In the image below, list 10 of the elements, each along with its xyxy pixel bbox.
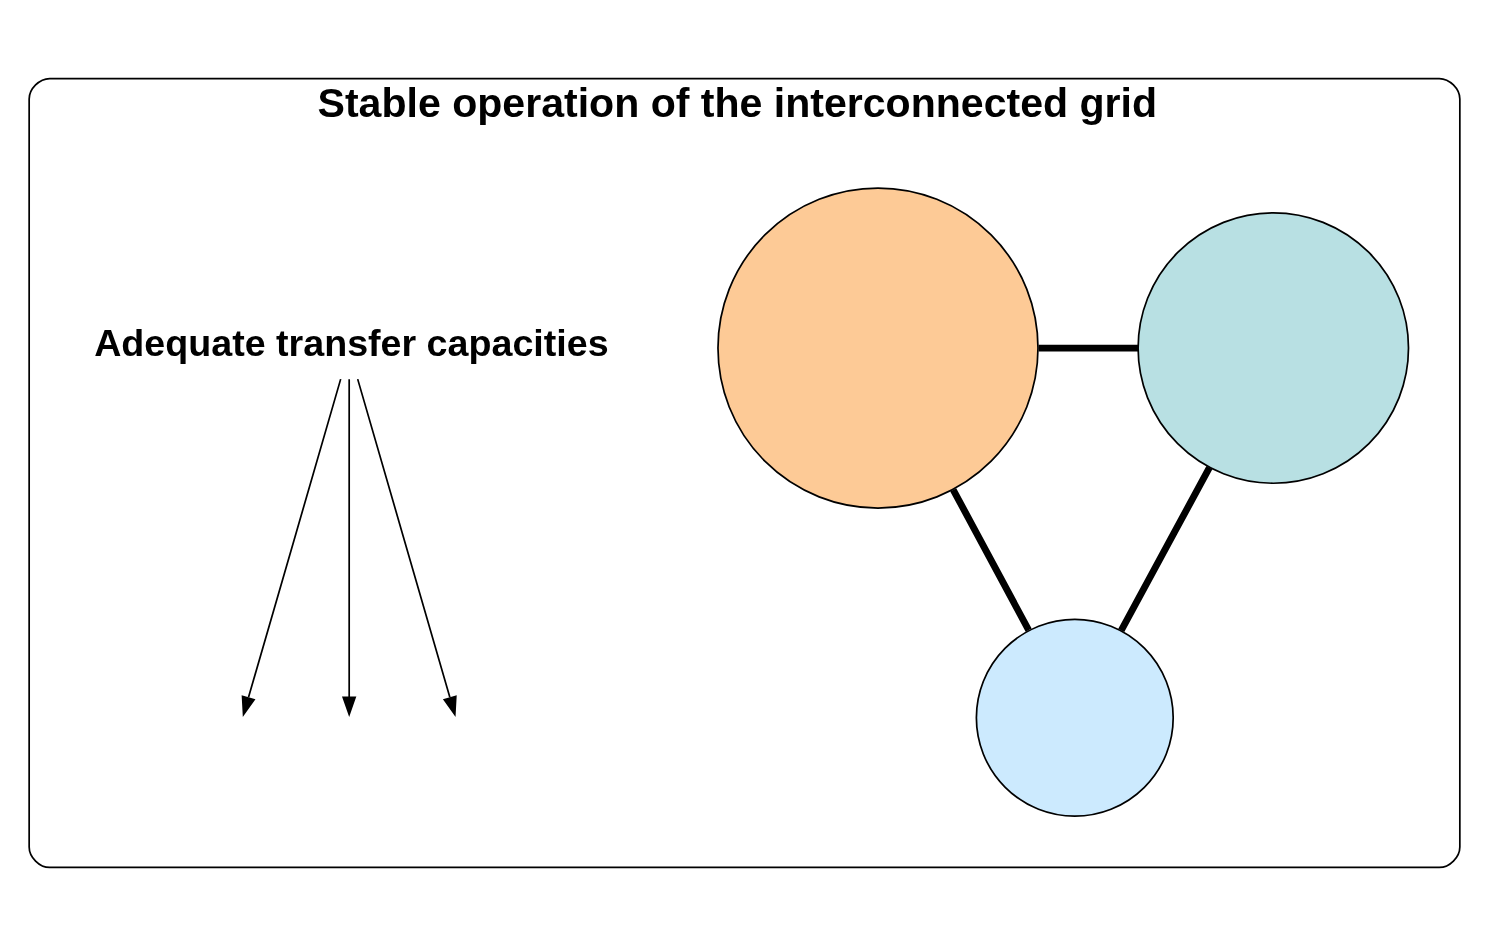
connector xyxy=(1118,466,1213,632)
connector xyxy=(1038,344,1139,352)
node-circle xyxy=(1137,212,1410,485)
arrow xyxy=(356,378,457,717)
connector xyxy=(950,488,1032,632)
arrow xyxy=(342,378,357,717)
node-circle xyxy=(975,618,1175,817)
node-circle xyxy=(717,187,1039,509)
arrow xyxy=(241,378,342,717)
node-text: Adequate transfer capacities xyxy=(94,321,609,364)
